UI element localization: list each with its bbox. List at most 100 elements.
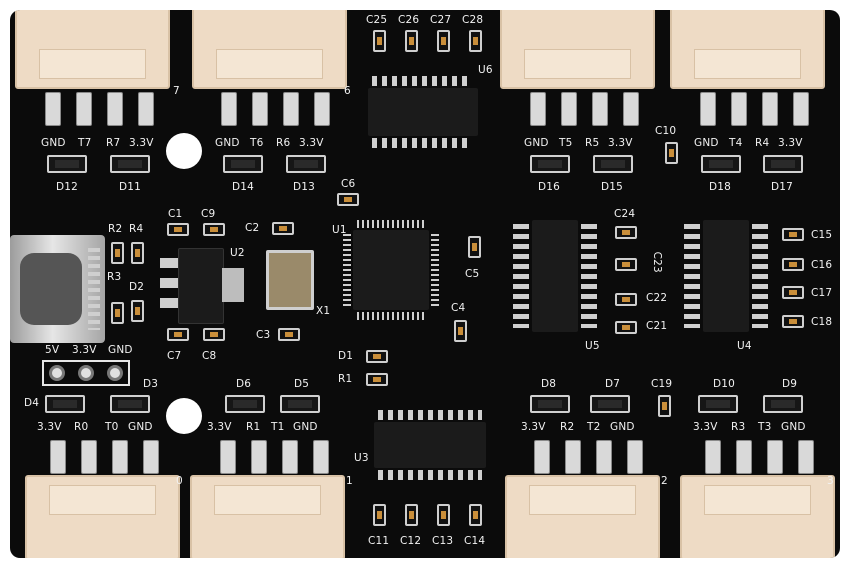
pin-label: T6: [250, 137, 264, 149]
pin: [252, 92, 268, 126]
capacitor: [469, 504, 482, 526]
ref-label: R3: [107, 271, 122, 283]
pin-label: R6: [276, 137, 291, 149]
capacitor: [405, 504, 418, 526]
led: [223, 155, 263, 173]
pin-label: T7: [78, 137, 92, 149]
ref-label: C2: [245, 222, 260, 234]
pin-label: GND: [610, 421, 635, 433]
ref-label: C5: [465, 268, 480, 280]
pin-label: T4: [729, 137, 743, 149]
pin: [107, 92, 123, 126]
connector-number: 6: [344, 85, 351, 97]
pcb-board: 7 6 0 1 2 3 GND T7 R7 3.3V GND T6 R6 3.3…: [10, 10, 840, 558]
chip-legs: [372, 138, 472, 148]
connector-bottom-2: [505, 475, 660, 558]
pin-label: R7: [106, 137, 121, 149]
regulator-u2: [178, 248, 224, 324]
pin-label: 3.3V: [72, 344, 97, 356]
ref-label: C18: [811, 316, 833, 328]
pin: [251, 440, 267, 474]
ref-label: D14: [232, 181, 255, 193]
pin-label: T0: [105, 421, 119, 433]
pin-label: R0: [74, 421, 89, 433]
pin-label: GND: [524, 137, 549, 149]
led: [763, 155, 803, 173]
pin: [534, 440, 550, 474]
capacitor: [658, 395, 671, 417]
pin-label: GND: [694, 137, 719, 149]
chip-legs: [378, 410, 482, 420]
diode: [366, 350, 388, 363]
ref-label: D16: [538, 181, 561, 193]
capacitor: [272, 222, 294, 235]
led: [225, 395, 265, 413]
chip-legs: [431, 234, 439, 306]
pin-label: R1: [246, 421, 261, 433]
ref-label: C7: [167, 350, 182, 362]
pin-label: 3.3V: [299, 137, 324, 149]
pin: [138, 92, 154, 126]
ref-label: C12: [400, 535, 422, 547]
resistor: [111, 302, 124, 324]
header-pin-5v[interactable]: [49, 365, 65, 381]
ref-label: U3: [354, 452, 369, 464]
capacitor: [373, 30, 386, 52]
connector-top-5: [500, 10, 655, 89]
ref-label: D8: [541, 378, 557, 390]
connector-number: 0: [176, 475, 183, 487]
pin: [736, 440, 752, 474]
pin-label: T2: [587, 421, 601, 433]
diode: [131, 300, 144, 322]
capacitor: [454, 320, 467, 342]
ref-label: C25: [366, 14, 388, 26]
mounting-hole: [166, 398, 202, 434]
ref-label: C13: [432, 535, 454, 547]
ref-label: D17: [771, 181, 794, 193]
ref-label: C28: [462, 14, 484, 26]
ref-label: C3: [256, 329, 271, 341]
pin-label: R3: [731, 421, 746, 433]
pin: [731, 92, 747, 126]
ref-label: C15: [811, 229, 833, 241]
pin: [700, 92, 716, 126]
capacitor: [167, 328, 189, 341]
capacitor: [437, 30, 450, 52]
led: [530, 395, 570, 413]
ref-label: D3: [143, 378, 159, 390]
ref-label: D4: [24, 397, 40, 409]
ref-label: U6: [478, 64, 493, 76]
pin: [81, 440, 97, 474]
chip-legs: [357, 312, 425, 320]
pin-label: T3: [758, 421, 772, 433]
capacitor: [203, 328, 225, 341]
usb-pins: [88, 248, 100, 330]
connector-bottom-0: [25, 475, 180, 558]
ref-label: R2: [108, 223, 123, 235]
capacitor: [615, 321, 637, 334]
capacitor: [437, 504, 450, 526]
connector-number: 1: [346, 475, 353, 487]
power-header: [42, 360, 130, 386]
ref-label: C27: [430, 14, 452, 26]
pin: [561, 92, 577, 126]
pin: [592, 92, 608, 126]
led: [45, 395, 85, 413]
capacitor: [278, 328, 300, 341]
connector-top-6: [192, 10, 347, 89]
led: [286, 155, 326, 173]
pin: [623, 92, 639, 126]
pin-label: 3.3V: [521, 421, 546, 433]
ref-label: U5: [585, 340, 600, 352]
header-pin-gnd[interactable]: [107, 365, 123, 381]
capacitor: [782, 228, 804, 241]
pin-label: 3.3V: [37, 421, 62, 433]
pin-label: GND: [108, 344, 133, 356]
ref-label: D7: [605, 378, 621, 390]
pin: [705, 440, 721, 474]
header-pin-33v[interactable]: [78, 365, 94, 381]
chip-legs: [372, 76, 472, 86]
ref-label: C8: [202, 350, 217, 362]
capacitor: [782, 286, 804, 299]
pin: [76, 92, 92, 126]
